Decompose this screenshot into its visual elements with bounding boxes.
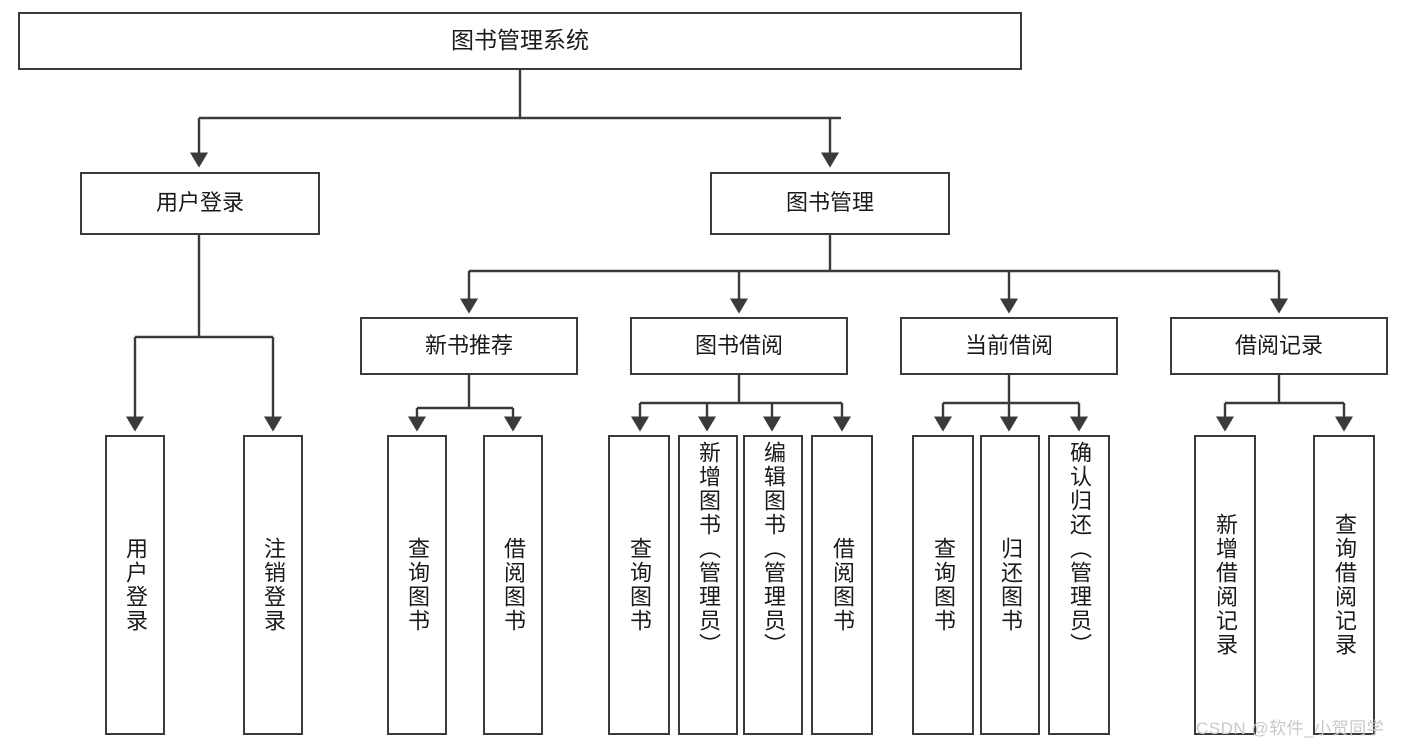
node-label: 图书管理 bbox=[785, 190, 874, 216]
node-label: 新书推荐 bbox=[424, 332, 513, 358]
node-borrow-record[interactable]: 借阅记录 bbox=[1170, 317, 1388, 375]
node-label: 新增图书（管理员） bbox=[696, 441, 721, 657]
leaf-current-return-book[interactable]: 归还图书 bbox=[980, 435, 1040, 735]
leaf-borrow-add-book-admin[interactable]: 新增图书（管理员） bbox=[678, 435, 738, 735]
node-book-borrow[interactable]: 图书借阅 bbox=[630, 317, 848, 375]
node-book-management[interactable]: 图书管理 bbox=[710, 172, 950, 235]
leaf-user-login-signout[interactable]: 注销登录 bbox=[243, 435, 303, 735]
leaf-borrow-query-book[interactable]: 查询图书 bbox=[608, 435, 670, 735]
csdn-watermark: CSDN @软件_小贺同学 bbox=[1196, 719, 1385, 738]
node-label: 用户登录 bbox=[123, 537, 148, 633]
leaf-borrow-borrow-book[interactable]: 借阅图书 bbox=[811, 435, 873, 735]
node-current-borrow[interactable]: 当前借阅 bbox=[900, 317, 1118, 375]
leaf-recommend-query-book[interactable]: 查询图书 bbox=[387, 435, 447, 735]
node-label: 新增借阅记录 bbox=[1213, 513, 1238, 657]
leaf-recommend-borrow-book[interactable]: 借阅图书 bbox=[483, 435, 543, 735]
node-user-login[interactable]: 用户登录 bbox=[80, 172, 320, 235]
leaf-record-add-record[interactable]: 新增借阅记录 bbox=[1194, 435, 1256, 735]
node-label: 注销登录 bbox=[261, 537, 286, 633]
node-label: 借阅图书 bbox=[830, 537, 855, 633]
leaf-current-query-book[interactable]: 查询图书 bbox=[912, 435, 974, 735]
node-label: 查询图书 bbox=[627, 537, 652, 633]
node-label: 查询借阅记录 bbox=[1332, 513, 1357, 657]
node-label: 用户登录 bbox=[155, 190, 244, 216]
node-label: 查询图书 bbox=[931, 537, 956, 633]
node-new-book-recommend[interactable]: 新书推荐 bbox=[360, 317, 578, 375]
node-label: 图书管理系统 bbox=[451, 27, 589, 54]
leaf-borrow-edit-book-admin[interactable]: 编辑图书（管理员） bbox=[743, 435, 803, 735]
node-label: 编辑图书（管理员） bbox=[761, 441, 786, 657]
node-root-system[interactable]: 图书管理系统 bbox=[18, 12, 1022, 70]
node-label: 当前借阅 bbox=[964, 332, 1053, 358]
leaf-user-login-signin[interactable]: 用户登录 bbox=[105, 435, 165, 735]
node-label: 图书借阅 bbox=[694, 332, 783, 358]
node-label: 借阅记录 bbox=[1234, 332, 1323, 358]
leaf-record-query-record[interactable]: 查询借阅记录 bbox=[1313, 435, 1375, 735]
node-label: 确认归还（管理员） bbox=[1067, 441, 1092, 657]
node-label: 查询图书 bbox=[405, 537, 430, 633]
node-label: 归还图书 bbox=[998, 537, 1023, 633]
node-label: 借阅图书 bbox=[501, 537, 526, 633]
leaf-current-confirm-return-admin[interactable]: 确认归还（管理员） bbox=[1048, 435, 1110, 735]
